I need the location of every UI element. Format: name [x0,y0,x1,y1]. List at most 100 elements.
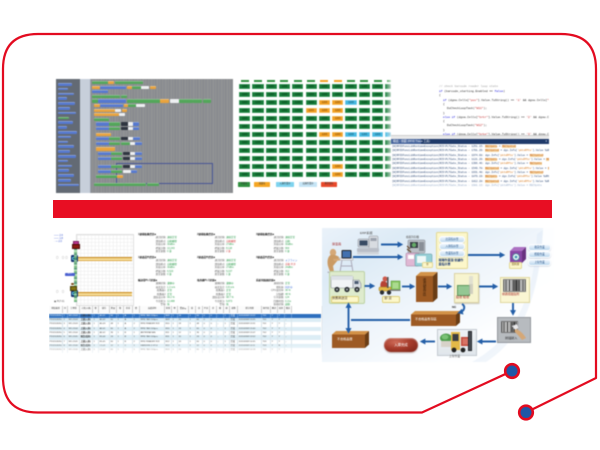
storage-cell[interactable]: 1203 [372,140,384,146]
table-header-cell[interactable]: 良 [196,306,203,313]
block-row[interactable] [92,81,143,85]
storage-cell[interactable]: 1203 [265,116,277,122]
storage-cell[interactable]: 1203 [278,172,291,178]
block-row[interactable] [94,117,109,122]
palette-block[interactable] [58,150,70,153]
storage-cell[interactable]: 1203 [292,100,304,106]
storage-cell[interactable]: 1203 [292,132,304,138]
table-header-cell[interactable]: 數量 [110,306,117,313]
storage-cell[interactable]: 1203 [345,116,357,122]
storage-cell[interactable]: 1203 [305,172,317,178]
storage-cell[interactable]: 1203 [305,132,317,138]
storage-cell[interactable]: 1203 [292,172,304,178]
palette-block[interactable] [58,111,76,115]
storage-cell[interactable]: 1203 [358,140,370,146]
storage-cell[interactable]: 1203 [252,116,264,122]
block-row[interactable] [96,132,111,136]
storage-cell[interactable]: 1203 [332,140,344,146]
storage-cell[interactable]: 1203 [305,140,317,146]
storage-cell[interactable]: 1203 [278,156,291,162]
storage-cell[interactable]: 1203 [318,156,331,162]
storage-cell[interactable]: 1203 [252,148,264,154]
storage-cell[interactable]: 1203 [318,140,331,146]
storage-cell[interactable]: 1203 [265,148,277,154]
palette-block[interactable] [58,183,79,187]
storage-cell[interactable]: 1203 [332,164,344,170]
storage-cell[interactable]: 1203 [305,148,317,154]
block-row[interactable] [98,165,143,169]
storage-cell[interactable]: 1203 [332,92,344,98]
storage-cell[interactable]: 1203 [239,132,251,138]
storage-cell[interactable]: 1203 [345,164,357,170]
storage-cell[interactable]: 1203 [265,92,277,98]
storage-cell[interactable]: 1203 [292,108,304,114]
palette-block[interactable] [58,131,77,134]
storage-cell[interactable]: 1203 [332,172,344,178]
storage-cell[interactable]: 1203 [239,84,251,90]
storage-cell[interactable]: 1203 [305,108,317,114]
storage-cell[interactable]: 1203 [372,84,384,90]
storage-cell[interactable]: 1203 [358,164,370,170]
storage-cell[interactable]: 1203 [252,124,264,130]
storage-cell[interactable]: 1203 [278,124,291,130]
storage-cell[interactable]: 1203 [372,108,384,114]
block-row[interactable] [98,169,138,173]
storage-cell[interactable]: 1203 [252,92,264,98]
table-header-cell[interactable]: 重量kg [178,306,189,313]
palette-block[interactable] [58,145,74,149]
storage-cell[interactable]: 1203 [252,108,264,114]
storage-cell[interactable]: 1203 [358,100,370,106]
block-row[interactable] [92,90,109,94]
blockly-palette[interactable] [56,79,80,193]
table-header-cell[interactable]: 建立時間 [238,306,262,313]
storage-cell[interactable]: 1203 [265,156,277,162]
storage-cell[interactable]: 1203 [372,124,384,130]
storage-cell[interactable]: 1203 [318,116,331,122]
storage-cell[interactable]: 1203 [239,116,251,122]
storage-cell[interactable]: 1203 [345,172,357,178]
table-header-cell[interactable]: 上架(入庫) [80,306,93,313]
storage-cell[interactable]: 1203 [345,124,357,130]
block-row[interactable] [96,175,124,179]
storage-cell[interactable]: 1203 [292,164,304,170]
storage-cell[interactable]: 1203 [252,100,264,106]
palette-block[interactable] [58,83,72,86]
block-row[interactable] [94,113,126,117]
palette-block[interactable] [58,135,71,139]
storage-cell[interactable]: 1203 [292,92,304,98]
storage-cell[interactable]: 1203 [239,92,251,98]
palette-block[interactable] [58,155,76,158]
storage-cell[interactable]: 1203 [332,100,344,106]
storage-cell[interactable]: 1203 [252,172,264,178]
storage-cell[interactable]: 1203 [305,164,317,170]
storage-cell[interactable]: 1203 [345,92,357,98]
table-header-cell[interactable]: 退 [210,306,217,313]
palette-block[interactable] [58,116,69,120]
storage-cell[interactable]: 1203 [265,100,277,106]
storage-cell[interactable]: 1203 [372,116,384,122]
storage-cell[interactable]: 1203 [372,148,384,154]
storage-cell[interactable]: 1203 [278,132,291,138]
block-row[interactable] [96,127,140,131]
output-log-area[interactable]: [W]RFIDFuncLibRuntimeException(RCS\PLTGa… [391,145,549,191]
output-collapse-icon[interactable]: ▾ [545,139,547,143]
storage-cell[interactable]: 1203 [345,156,357,162]
table-header-cell[interactable]: 箱 [117,306,124,313]
storage-cell[interactable]: 1203 [278,84,291,90]
storage-cell[interactable]: 1203 [239,156,251,162]
storage-cell[interactable]: 1203 [358,124,370,130]
storage-cell[interactable]: 1203 [305,124,317,130]
table-header-cell[interactable]: 操作員 [262,306,271,313]
storage-cell[interactable]: 1203 [358,156,370,162]
storage-cell[interactable]: 1203 [292,124,304,130]
storage-cell[interactable]: 1203 [332,124,344,130]
storage-cell[interactable]: 1203 [318,164,331,170]
storage-cell[interactable]: 1203 [372,100,384,106]
storage-cell[interactable]: 1203 [358,84,370,90]
palette-block[interactable] [58,92,74,96]
storage-cell[interactable]: 1203 [239,100,251,106]
block-row[interactable] [98,156,143,160]
palette-block[interactable] [58,179,71,182]
block-row[interactable] [94,108,127,112]
storage-cell[interactable]: 1203 [265,84,277,90]
